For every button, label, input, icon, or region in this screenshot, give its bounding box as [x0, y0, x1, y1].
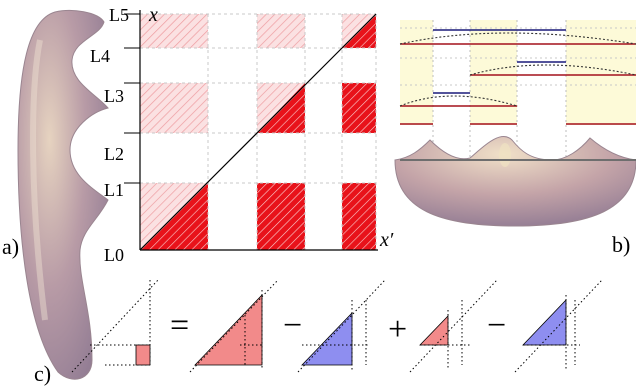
- axis-label-x-prime: x′: [379, 229, 394, 251]
- grid-panel: [124, 10, 378, 251]
- level-label-l1: L1: [104, 180, 124, 200]
- panel-a-shape: [17, 9, 109, 380]
- cell-dark: [342, 83, 376, 133]
- panel-b: [394, 20, 636, 227]
- panel-c-equation: = − + −: [71, 279, 603, 373]
- term-1: [71, 279, 159, 373]
- cell-light: [257, 14, 305, 48]
- term-4: [409, 279, 498, 373]
- term-5: [514, 279, 603, 373]
- level-labels: L5 L4 L3 L2 L1 L0: [90, 5, 129, 265]
- level-label-l3: L3: [104, 86, 124, 106]
- level-label-l4: L4: [90, 46, 110, 66]
- cell-light: [140, 83, 208, 133]
- panel-label-c: c): [34, 361, 51, 386]
- level-label-l0: L0: [104, 245, 124, 265]
- panel-label-b: b): [612, 232, 630, 257]
- operator-minus-1: −: [283, 307, 302, 344]
- operator-plus: +: [388, 311, 407, 348]
- cell-light: [140, 14, 208, 48]
- operator-minus-2: −: [487, 307, 506, 344]
- panel-label-a: a): [2, 234, 19, 259]
- cell-dark: [257, 183, 305, 250]
- level-label-l2: L2: [104, 144, 124, 164]
- operator-equals: =: [170, 307, 189, 344]
- axis-label-x: x: [148, 4, 158, 26]
- term-2: [189, 279, 279, 373]
- cell-dark: [342, 183, 376, 250]
- level-label-l5: L5: [109, 5, 129, 25]
- term-3: [297, 279, 386, 373]
